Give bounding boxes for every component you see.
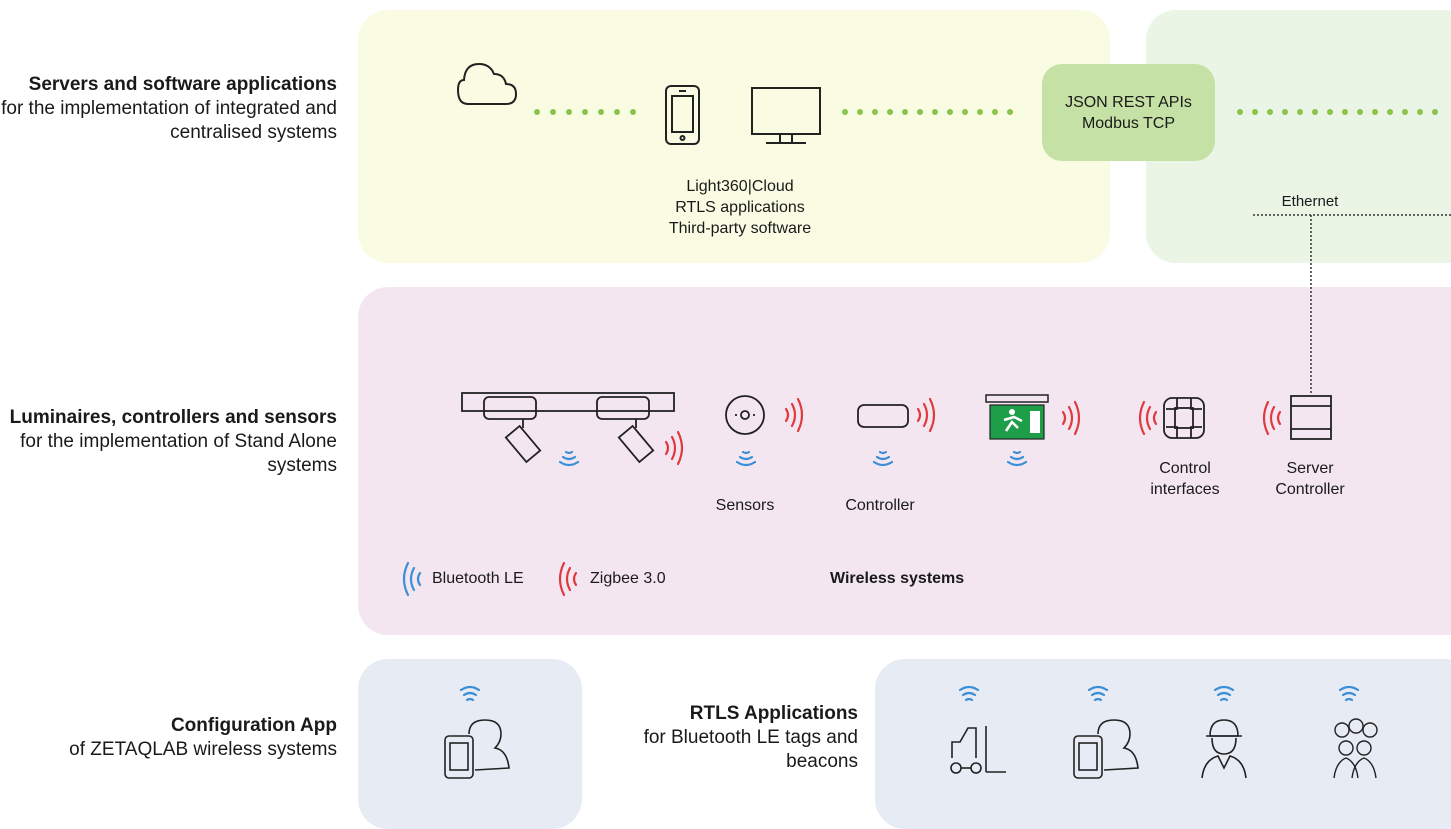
server-controller-icon (1290, 395, 1332, 440)
exit-sign-icon (985, 394, 1049, 440)
bluetooth-legend-icon (402, 561, 422, 597)
ethernet-line (1253, 214, 1451, 395)
config-row-label: Configuration App of ZETAQLAB wireless s… (69, 715, 337, 760)
bluetooth-icon (558, 450, 580, 467)
zigbee-icon (664, 430, 684, 466)
luminaires-row-label: Luminaires, controllers and sensors for … (9, 407, 337, 476)
zigbee-icon (1061, 400, 1081, 436)
rtls-row-label: RTLS Applications for Bluetooth LE tags … (643, 703, 858, 772)
wifi-icons (459, 685, 1360, 702)
smartphone-icon (665, 85, 700, 145)
forklift-icon (950, 726, 1006, 774)
wifi-icon (1338, 685, 1360, 702)
dotted-link-2 (842, 109, 1013, 115)
zigbee-icon (1262, 400, 1282, 436)
phone-user-icon (1073, 719, 1139, 779)
wifi-icon (459, 685, 481, 702)
control-interfaces-label: Control interfaces (1150, 460, 1220, 498)
sensor-icon (725, 395, 765, 435)
group-icon (1333, 718, 1378, 779)
sensors-label: Sensors (715, 497, 775, 514)
bluetooth-icon (872, 450, 894, 467)
controller-icon (857, 404, 909, 428)
software-labels: Light360|Cloud RTLS applications Third-p… (668, 178, 812, 237)
api-box-label: JSON REST APIs Modbus TCP (1065, 94, 1192, 132)
zigbee-icon (916, 397, 936, 433)
servers-panel (358, 10, 1110, 263)
monitor-icon (751, 87, 821, 144)
diagram-graphics (402, 62, 1451, 779)
zigbee-waves (558, 397, 1282, 597)
worker-icon (1201, 719, 1247, 779)
bluetooth-icon (1006, 450, 1028, 467)
track-spotlight-icon (461, 392, 675, 464)
wifi-icon (1087, 685, 1109, 702)
legend-title: Wireless systems (830, 570, 965, 587)
legend-bluetooth-label: Bluetooth LE (432, 570, 524, 587)
ethernet-label: Ethernet (1281, 193, 1339, 210)
controller-label: Controller (845, 497, 915, 514)
zigbee-icon (784, 397, 804, 433)
cloud-icon (456, 62, 518, 105)
zigbee-icon (1138, 400, 1158, 436)
control-interface-icon (1163, 397, 1205, 439)
zigbee-legend-icon (558, 561, 578, 597)
bluetooth-icon (735, 450, 757, 467)
wifi-icon (1213, 685, 1235, 702)
server-controller-label: Server Controller (1275, 460, 1345, 498)
wifi-icon (958, 685, 980, 702)
phone-user-icon (444, 719, 510, 779)
dotted-link-1 (534, 109, 636, 115)
bluetooth-waves (558, 450, 1028, 467)
servers-row-label: Servers and software applications for th… (1, 74, 337, 143)
dotted-link-3 (1237, 109, 1438, 115)
wireless-panel (358, 287, 1451, 635)
api-box (1042, 64, 1215, 161)
legend-zigbee-label: Zigbee 3.0 (590, 570, 666, 587)
